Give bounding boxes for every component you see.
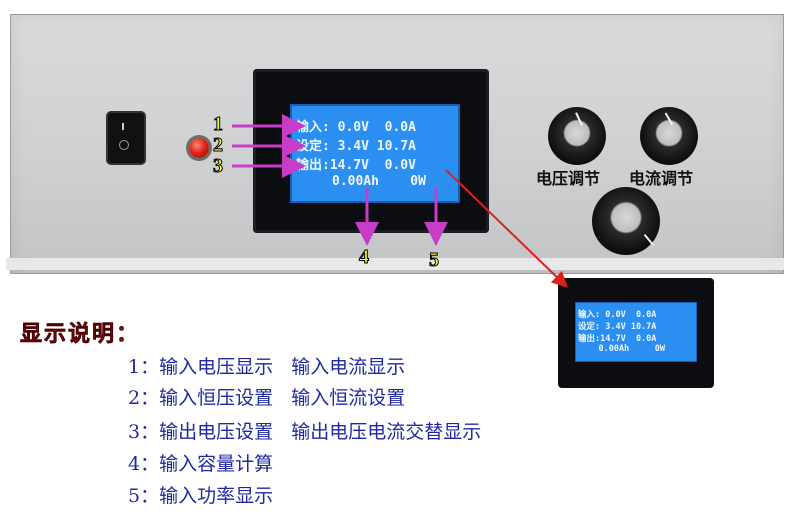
switch-off-mark [119,140,129,150]
legend-title: 显示说明： [20,322,141,348]
inset-row-1: 输入: 0.0V 0.0A [578,310,657,320]
inset-display: 输入: 0.0V 0.0A 设定: 3.4V 10.7A 输出:14.7V 0.… [558,278,714,388]
third-knob[interactable] [592,187,660,255]
inset-row-2: 设定: 3.4V 10.7A [578,322,657,332]
callout-1: 1 [213,113,224,136]
callout-5: 5 [429,249,440,272]
current-knob-label: 电流调节 [629,169,694,188]
lcd-row1-values: 0.0V 0.0A [337,120,416,135]
legend-line-2: 2：输入恒压设置 输入恒流设置 [128,387,406,409]
legend-line-4: 4：输入容量计算 [128,453,274,475]
legend-line-1: 1：输入电压显示 输入电流显示 [128,356,406,378]
callout-3: 3 [213,155,224,178]
arrow-to-inset [445,169,568,288]
lcd-row-capacity-power: 0.00Ah 0W [332,174,426,189]
legend-line-5: 5：输入功率显示 [128,485,274,507]
panel-bottom-edge [6,258,784,270]
indicator-led [189,138,209,158]
lcd-screen: 输入: 0.0V 0.0A 设定: 3.4V 10.7A 输出:14.7V 0.… [290,104,460,203]
switch-on-mark [122,123,124,130]
callout-4: 4 [359,246,370,269]
inset-row-3: 输出:14.7V 0.0A [578,334,657,344]
lcd-row3-values: 14.7V 0.0V [329,158,416,173]
lcd-row2-values: 3.4V 10.7A [337,139,416,154]
power-switch[interactable] [108,113,144,163]
voltage-knob-label: 电压调节 [536,169,601,188]
lcd-row-setting: 设定: 3.4V 10.7A [296,135,416,154]
inset-row-4: 0.00Ah 0W [578,344,665,354]
legend-line-3: 3：输出电压设置 输出电压电流交替显示 [128,421,482,443]
callout-2: 2 [213,134,224,157]
inset-lcd-screen: 输入: 0.0V 0.0A 设定: 3.4V 10.7A 输出:14.7V 0.… [575,302,697,362]
